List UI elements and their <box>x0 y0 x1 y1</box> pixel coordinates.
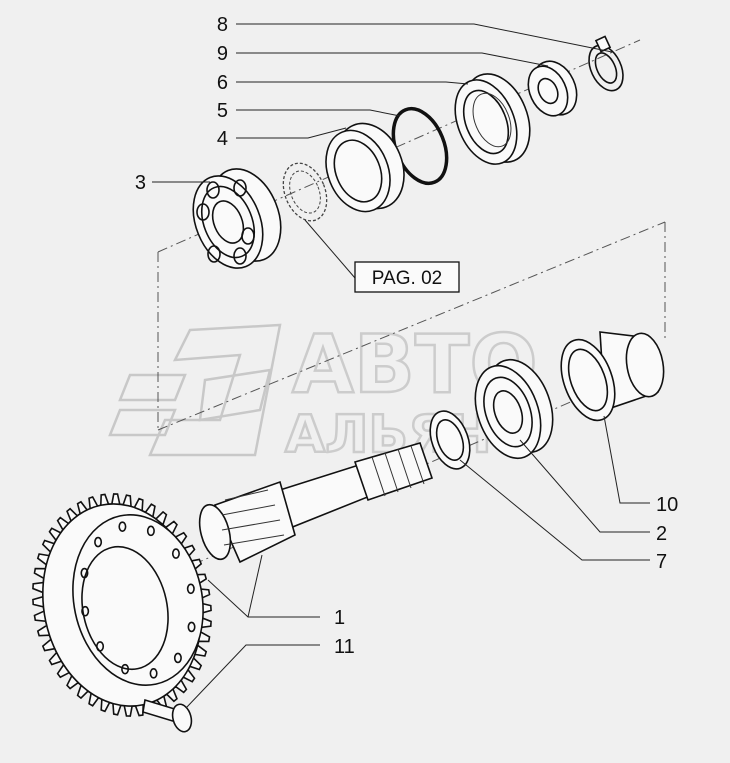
part-2-bearing <box>474 358 554 460</box>
part-9-nut <box>527 60 578 117</box>
gear-bolt-hole <box>96 641 105 652</box>
gear-bolt-hole <box>149 668 158 679</box>
reference-box: PAG. 02 <box>354 261 460 293</box>
gear-bolt-hole <box>94 536 103 548</box>
callout-6: 6 <box>217 72 228 94</box>
callout-4: 4 <box>217 128 228 150</box>
callout-8: 8 <box>217 14 228 36</box>
gear-bolt-hole <box>187 621 196 633</box>
callout-10: 10 <box>656 494 678 516</box>
callout-3: 3 <box>135 172 146 194</box>
part-1-pinion-shaft <box>198 442 434 564</box>
reference-label: PAG. 02 <box>372 268 442 289</box>
part-6-bearing-cup <box>454 73 531 165</box>
callout-1: 1 <box>334 607 345 629</box>
gear-bolt-hole <box>186 583 195 595</box>
gear-bolt-hole <box>173 652 182 664</box>
watermark: АВТО АЛЬЯНС <box>108 317 539 466</box>
callout-7: 7 <box>656 551 667 573</box>
callout-2: 2 <box>656 523 667 545</box>
gear-bolt-hole <box>81 605 90 617</box>
part-4-bearing-cup <box>325 122 405 213</box>
gear-bolt-hole <box>146 525 155 537</box>
part-1-crown-gear <box>32 493 212 717</box>
callout-11: 11 <box>334 636 355 658</box>
gear-bolt-hole <box>121 663 130 675</box>
part-10-sleeve <box>560 331 665 422</box>
part-7-ring <box>429 410 471 470</box>
callout-numbers: 8 9 6 5 4 3 10 2 7 1 11 <box>135 14 678 658</box>
watermark-logo-icon <box>108 323 282 457</box>
part-8-snap-ring <box>588 35 624 92</box>
gear-bolt-hole <box>171 548 180 559</box>
part-11-bolt <box>142 698 193 733</box>
callout-9: 9 <box>217 43 228 65</box>
leader-lines <box>152 23 650 709</box>
gear-bolt-hole <box>118 521 127 532</box>
callout-5: 5 <box>217 100 228 122</box>
shim-reference-part <box>282 162 328 222</box>
part-3-roller-bearing <box>192 168 282 269</box>
gear-bolt-hole <box>80 567 89 579</box>
